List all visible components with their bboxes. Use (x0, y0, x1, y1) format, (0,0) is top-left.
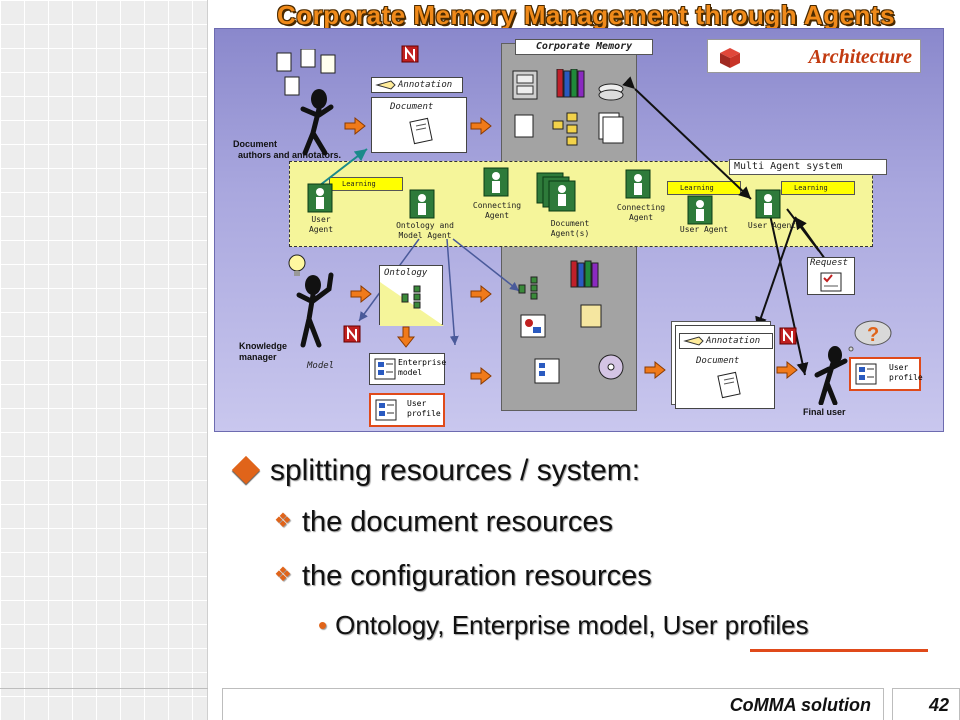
left-decor-panel (0, 0, 208, 720)
document-bottom-icon (717, 371, 741, 399)
enterprise-model-icon (374, 358, 396, 380)
page-number: 42 (928, 695, 949, 715)
user-profile-right-icon (855, 363, 877, 385)
annotation-tag-top: Annotation (371, 77, 463, 93)
diagram-connections (314, 76, 826, 386)
corporate-memory-resources-bottom (518, 260, 624, 384)
learning-tag-left: Learning (329, 177, 403, 191)
footer-section-title: CoMMA solution (729, 695, 871, 715)
document-label-top: Document (390, 102, 434, 112)
request-card: Request (807, 257, 855, 295)
bullet-sub-1-text: the document resources (301, 506, 614, 538)
user-profile-icon (375, 399, 397, 421)
document-author-person-icon (276, 49, 336, 156)
ontology-tree-icon (380, 282, 444, 326)
bullet-detail: •Ontology, Enterprise model, User profil… (318, 610, 809, 641)
request-form-icon (820, 272, 842, 292)
left-panel-footer (0, 688, 208, 720)
connecting-agent-right-icon (625, 169, 651, 199)
orange-arrows (344, 116, 798, 386)
user-profile-card-left: User profile (369, 393, 445, 427)
user-profiles-underline (750, 649, 928, 652)
final-user-badge-icon (779, 327, 797, 345)
new-badge-icon (401, 45, 419, 63)
enterprise-model-card: Enterprise model (369, 353, 447, 385)
annotation-pen-bottom-icon (683, 336, 704, 346)
request-label: Request (810, 258, 848, 268)
document-card-top: Document (371, 97, 467, 153)
user-agent-left-icon (307, 183, 333, 213)
user-agent-mid-label: User Agent (679, 225, 729, 234)
user-profile-right-label: User profile (889, 363, 923, 382)
ontology-label: Ontology (384, 268, 428, 278)
bullet-main-text: splitting resources / system: (270, 454, 641, 487)
connecting-agent-left-label: Connecting Agent (472, 201, 522, 220)
star-bullet-icon: ❖ (274, 564, 292, 586)
books-icon (556, 69, 585, 98)
bullet-main: splitting resources / system: (231, 454, 641, 488)
bullet-sub-2-text: the configuration resources (301, 560, 652, 592)
books-bottom-icon (570, 260, 599, 288)
user-agent-mid-icon (687, 195, 713, 225)
document-icon (409, 117, 433, 145)
user-agent-right-label: User Agent (747, 221, 797, 230)
document-authors-label: Document authors and annotators. (233, 139, 342, 160)
enterprise-model-label: Enterprise model (398, 358, 447, 377)
ontology-card: Ontology (379, 265, 444, 326)
bullet-sub-1: ❖ the document resources (274, 506, 613, 539)
bullet-sub-2: ❖ the configuration resources (274, 560, 652, 593)
connecting-agent-left-icon (483, 167, 509, 197)
annotation-tag-bottom: Annotation (679, 333, 773, 349)
bullet-detail-text: Ontology, Enterprise model, User profile… (335, 610, 809, 640)
slide-title: Corporate Memory Management through Agen… (276, 0, 896, 30)
corporate-memory-label: Corporate Memory (515, 39, 653, 55)
ontology-model-agent-label: Ontology and Model Agent (396, 221, 454, 240)
model-label: Model (307, 361, 335, 371)
ontology-model-agent-icon (409, 189, 435, 219)
corporate-memory-resources-top (512, 69, 624, 146)
architecture-diagram: Corporate Memory Architecture Multi Agen… (214, 28, 944, 432)
user-agent-right-icon (755, 189, 781, 219)
multi-agent-label: Multi Agent system (729, 159, 887, 175)
knowledge-manager-person-icon (288, 254, 334, 348)
diamond-bullet-icon (231, 455, 261, 485)
knowledge-manager-badge-icon (343, 325, 361, 343)
architecture-tag: Architecture (707, 39, 921, 73)
final-user-person-icon: ? (814, 320, 892, 405)
user-agent-left-label: User Agent (308, 215, 334, 234)
connecting-agent-right-label: Connecting Agent (616, 203, 666, 222)
footer-page-box: 42 (892, 688, 960, 720)
user-profile-left-label: User profile (407, 399, 441, 418)
document-agents-stack-icon (536, 172, 576, 212)
footer: CoMMA solution 42 (222, 688, 960, 720)
svg-text:?: ? (867, 324, 879, 346)
cube-logo-icon (720, 48, 740, 68)
user-profile-card-right: User profile (849, 357, 923, 391)
annotation-pen-icon (375, 80, 396, 90)
document-agents-label: Document Agent(s) (550, 219, 590, 238)
dot-bullet-icon: • (318, 610, 328, 640)
star-bullet-icon: ❖ (274, 510, 292, 532)
learning-tag-right: Learning (781, 181, 855, 195)
knowledge-manager-label: Knowledge manager (239, 341, 288, 362)
document-label-bottom: Document (696, 356, 740, 366)
architecture-label: Architecture (808, 46, 912, 68)
final-user-label: Final user (803, 407, 846, 417)
footer-section-box: CoMMA solution (222, 688, 884, 720)
